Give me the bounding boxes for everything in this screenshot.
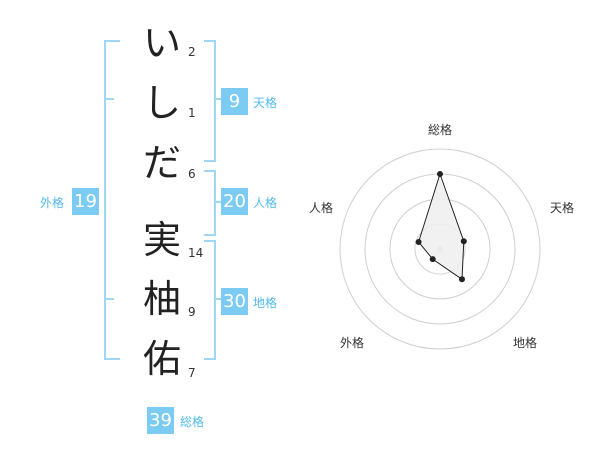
name-char-6: 佑: [142, 337, 181, 381]
name-char-2: し: [142, 81, 181, 125]
gaikaku-label: 外格: [40, 196, 65, 210]
bracket-tick: [214, 201, 222, 203]
name-char-5: 柚: [142, 277, 181, 321]
stroke-count-4: 14: [188, 246, 204, 260]
soukaku-badge: 39: [147, 407, 174, 434]
radar-point-0: [437, 171, 443, 177]
radar-axis-tenkaku: 天格: [549, 201, 574, 215]
radar-value-points: [415, 171, 467, 283]
gaikaku-bracket: [104, 40, 120, 360]
bracket-tick: [214, 298, 222, 300]
chikaku-label: 地格: [253, 296, 278, 310]
radar-grid-ring: [339, 148, 541, 350]
bracket-tick: [104, 98, 114, 100]
stroke-count-2: 1: [188, 106, 196, 120]
radar-point-2: [459, 276, 465, 283]
radar-point-1: [460, 238, 467, 245]
stroke-count-6: 7: [188, 366, 196, 380]
jinkaku-bracket: [204, 170, 216, 236]
radar-axis-soukaku: 総格: [427, 123, 452, 137]
radar-point-3: [429, 256, 436, 263]
jinkaku-label: 人格: [253, 196, 278, 210]
gaikaku-badge: 19: [72, 188, 99, 215]
radar-axis-gaikaku: 外格: [339, 336, 364, 350]
chikaku-badge: 30: [221, 288, 248, 315]
stroke-count-1: 2: [188, 45, 196, 59]
soukaku-label: 総格: [180, 415, 205, 429]
stroke-count-3: 6: [188, 167, 196, 181]
chikaku-bracket: [204, 240, 216, 360]
tenkaku-label: 天格: [253, 96, 278, 110]
radar-point-4: [415, 239, 422, 245]
radar-value-polygon: [418, 172, 465, 281]
tenkaku-bracket: [204, 40, 216, 162]
radar-axis-chikaku: 地格: [512, 336, 537, 350]
bracket-tick: [104, 298, 114, 300]
name-char-3: だ: [142, 141, 181, 185]
bracket-tick: [214, 98, 222, 100]
stroke-count-5: 9: [188, 305, 196, 319]
name-char-1: い: [142, 21, 181, 65]
radar-axis-jinkaku: 人格: [308, 201, 333, 215]
name-char-4: 実: [142, 218, 181, 262]
tenkaku-badge: 9: [221, 88, 248, 115]
jinkaku-badge: 20: [221, 188, 248, 215]
